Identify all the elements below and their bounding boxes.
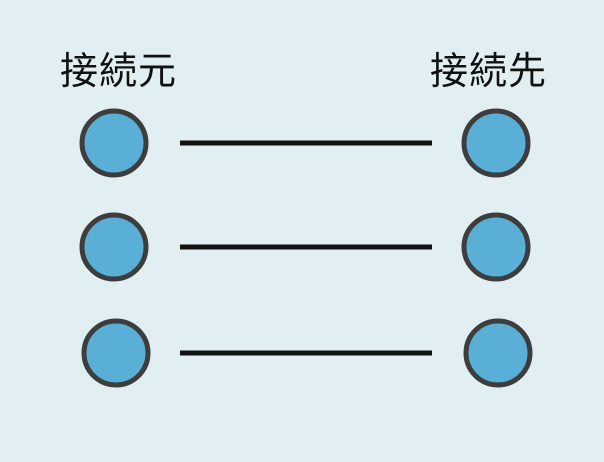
target-node-3	[463, 318, 533, 388]
source-node-2	[79, 212, 149, 282]
source-node-1	[79, 108, 149, 178]
source-label: 接続元	[60, 49, 178, 93]
target-label: 接続先	[430, 49, 548, 93]
target-node-1	[461, 108, 531, 178]
target-node-2	[461, 212, 531, 282]
source-node-3	[81, 318, 151, 388]
